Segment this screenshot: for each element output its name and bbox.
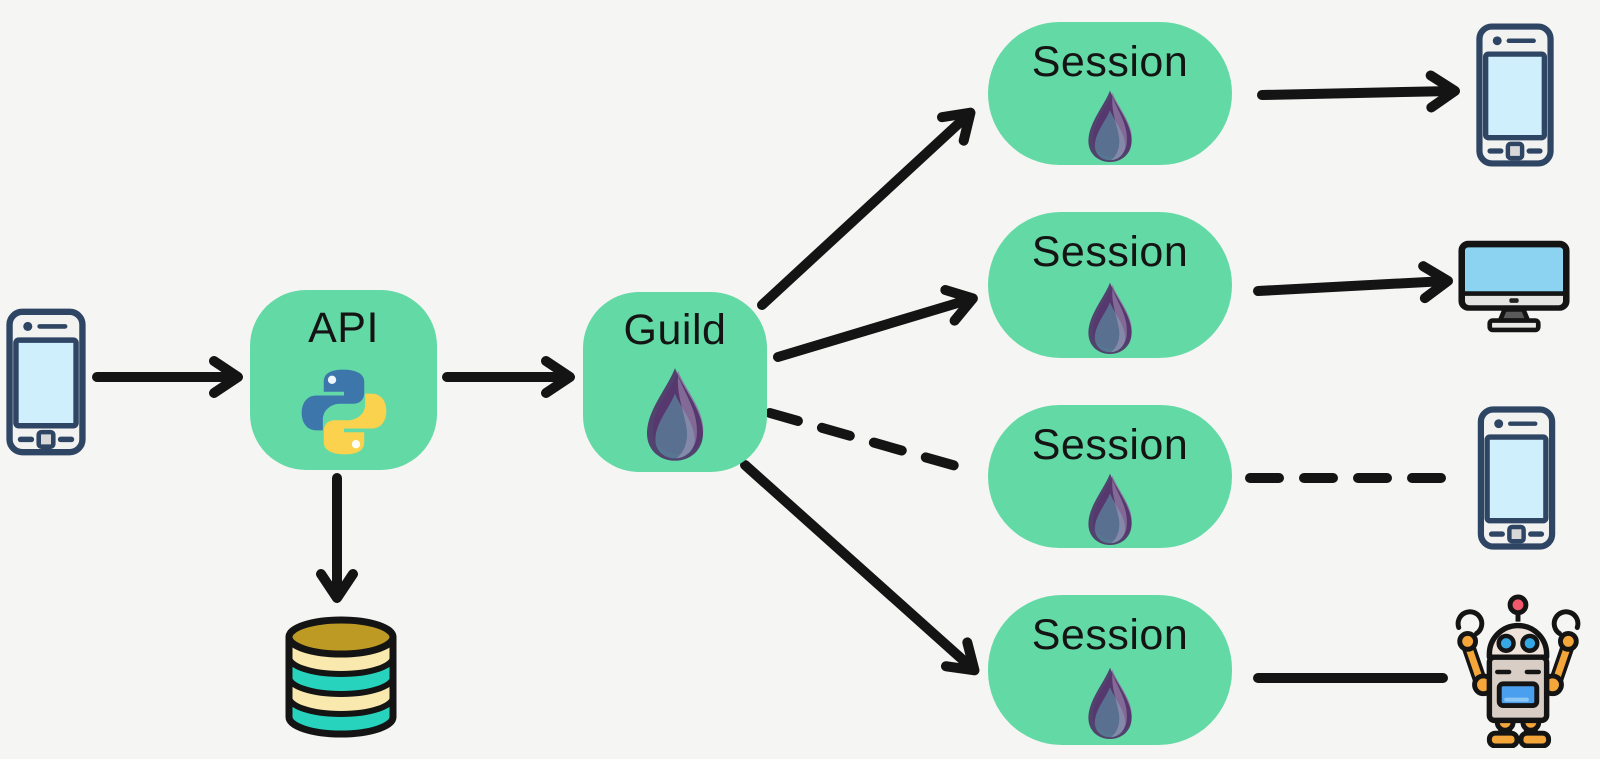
session-node-label: Session <box>1031 421 1189 469</box>
elixir-drop-icon <box>1080 88 1140 164</box>
api-node-label: API <box>308 304 379 352</box>
api-node: API <box>250 290 437 470</box>
session-4-robot-icon <box>1443 592 1593 748</box>
session-node-label: Session <box>1031 611 1189 659</box>
elixir-drop-icon <box>1080 471 1140 547</box>
guild-node: Guild <box>583 292 767 472</box>
session-node-label: Session <box>1031 38 1189 86</box>
elixir-drop-icon <box>1080 280 1140 356</box>
edge-guild-to-session-1 <box>757 107 976 310</box>
edge-guild-to-session-3 <box>765 408 968 473</box>
edge-guild-to-session-2 <box>773 285 978 362</box>
session-node-4: Session <box>988 595 1232 745</box>
database-icon <box>281 608 401 744</box>
session-3-smartphone-icon <box>1475 405 1558 551</box>
edge-session-2-to-monitor <box>1253 261 1453 304</box>
session-node-1: Session <box>988 22 1232 165</box>
session-node-3: Session <box>988 405 1232 548</box>
session-node-2: Session <box>988 212 1232 358</box>
edge-guild-to-session-4 <box>740 460 980 676</box>
python-logo-icon <box>298 366 390 458</box>
client-smartphone-icon <box>5 307 87 457</box>
session-node-label: Session <box>1031 228 1189 276</box>
guild-node-label: Guild <box>623 306 727 354</box>
elixir-drop-icon <box>636 365 714 463</box>
session-1-smartphone-icon <box>1475 22 1555 168</box>
edge-session-1-to-phone <box>1257 70 1460 113</box>
elixir-drop-icon <box>1080 665 1140 741</box>
session-2-monitor-icon <box>1458 240 1570 334</box>
